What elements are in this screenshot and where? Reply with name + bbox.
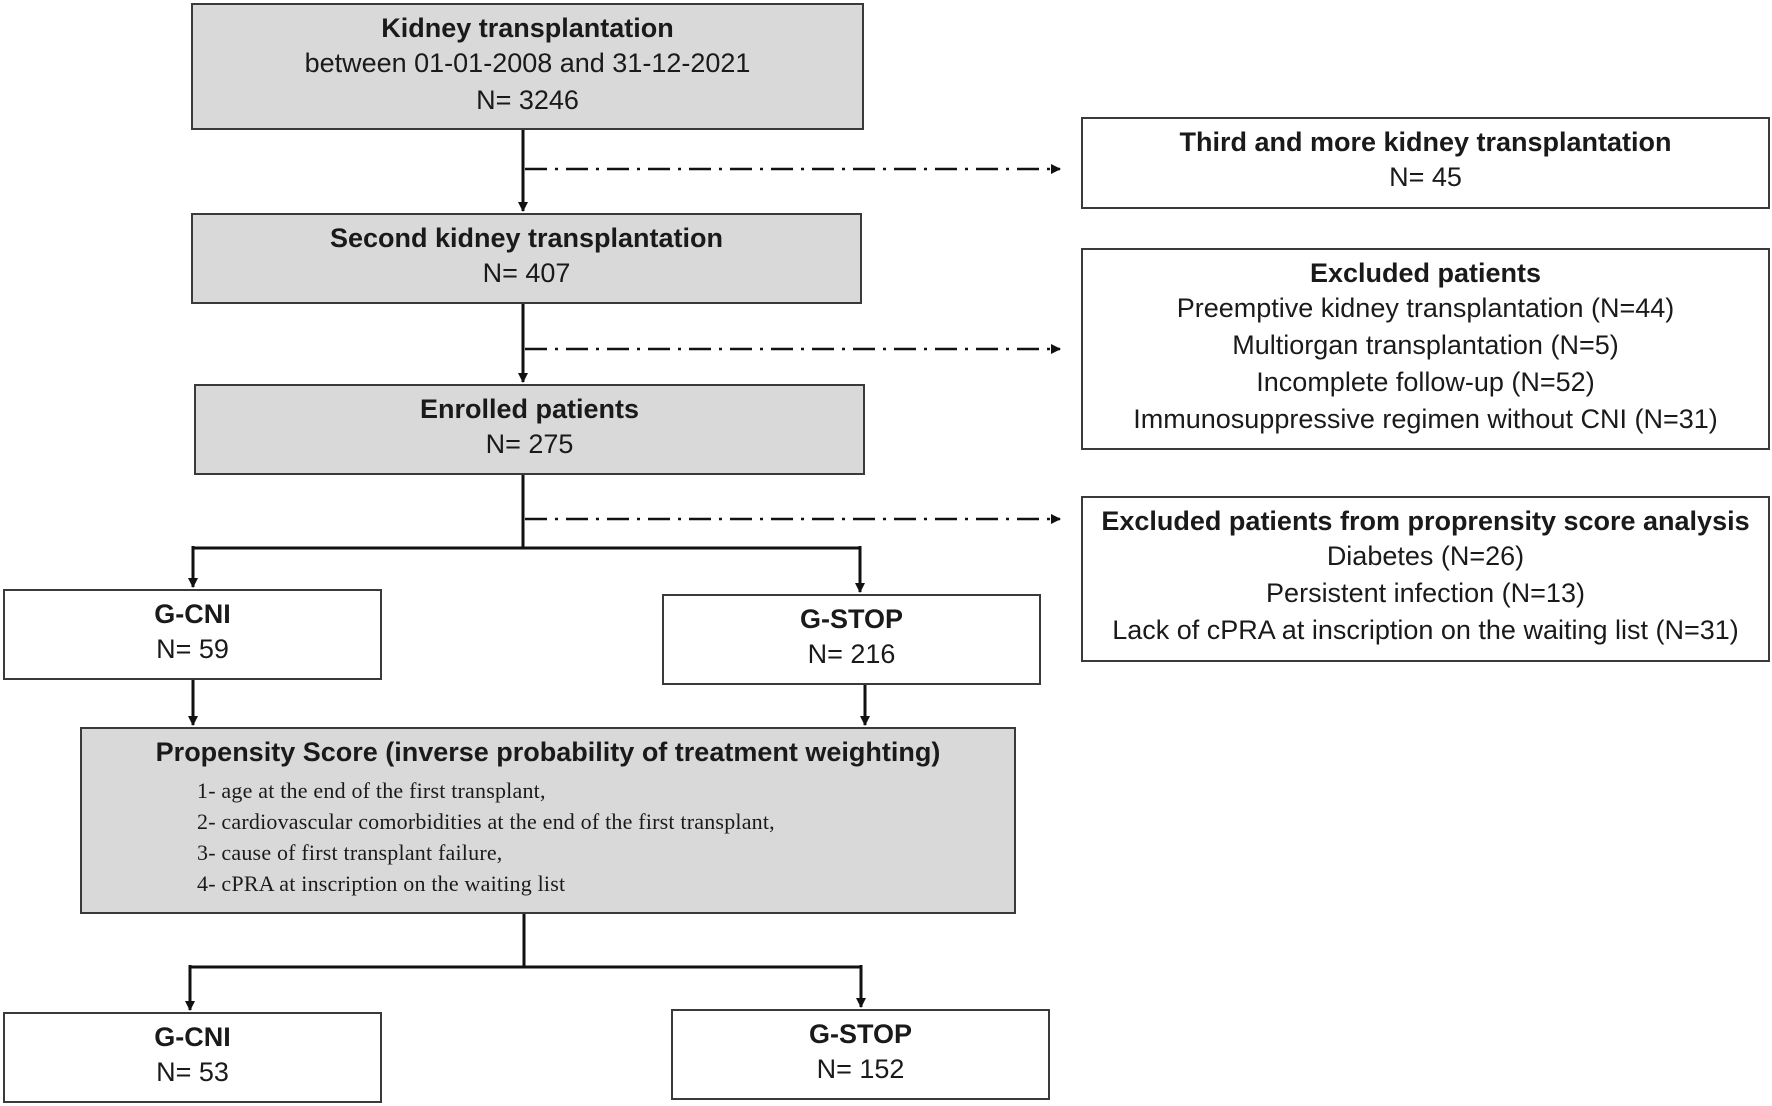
second-transplantation-box: Second kidney transplantation N= 407 (191, 213, 862, 304)
kidney-transplantation-box: Kidney transplantation between 01-01-200… (191, 3, 864, 130)
enrolled-patients-count: N= 275 (485, 429, 574, 459)
excluded-item: Multiorgan transplantation (N=5) (1232, 330, 1619, 360)
enrolled-patients-title: Enrolled patients (419, 394, 640, 424)
propensity-score-title: Propensity Score (inverse probability of… (155, 737, 941, 767)
excluded-propensity-title: Excluded patients from proprensity score… (1101, 506, 1750, 536)
excluded-propensity-item: Lack of cPRA at inscription on the waiti… (1112, 615, 1739, 645)
excluded-propensity-box: Excluded patients from proprensity score… (1081, 496, 1770, 662)
enrolled-patients-box: Enrolled patients N= 275 (194, 384, 865, 475)
covariate-item: 1- age at the end of the first transplan… (197, 778, 546, 803)
excluded-item: Preemptive kidney transplantation (N=44) (1176, 293, 1675, 323)
covariate-item: 4- cPRA at inscription on the waiting li… (197, 871, 566, 896)
third-transplantation-box: Third and more kidney transplantation N=… (1081, 117, 1770, 209)
g-cni-weighted-count: N= 53 (156, 1057, 229, 1087)
excluded-item: Incomplete follow-up (N=52) (1256, 367, 1595, 397)
g-cni-count: N= 59 (156, 634, 229, 664)
date-range-text: between 01-01-2008 and 31-12-2021 (304, 48, 751, 78)
g-cni-title: G-CNI (154, 599, 231, 629)
g-stop-weighted-count: N= 152 (816, 1054, 905, 1084)
second-transplantation-count: N= 407 (482, 258, 571, 288)
g-cni-box: G-CNI N= 59 (3, 589, 382, 680)
kidney-transplantation-title: Kidney transplantation (381, 13, 674, 43)
g-stop-title: G-STOP (799, 604, 904, 634)
excluded-propensity-item: Persistent infection (N=13) (1266, 578, 1585, 608)
propensity-score-box: Propensity Score (inverse probability of… (80, 727, 1016, 914)
g-cni-weighted-box: G-CNI N= 53 (3, 1012, 382, 1103)
excluded-item: Immunosuppressive regimen without CNI (N… (1133, 404, 1718, 434)
excluded-propensity-item: Diabetes (N=26) (1326, 541, 1525, 571)
second-transplantation-title: Second kidney transplantation (329, 223, 724, 253)
g-cni-weighted-title: G-CNI (154, 1022, 231, 1052)
third-transplantation-title: Third and more kidney transplantation (1179, 127, 1672, 157)
covariate-item: 2- cardiovascular comorbidities at the e… (197, 809, 775, 834)
g-stop-count: N= 216 (807, 639, 896, 669)
excluded-patients-title: Excluded patients (1309, 258, 1542, 288)
third-transplantation-count: N= 45 (1389, 162, 1462, 192)
covariate-item: 3- cause of first transplant failure, (197, 840, 503, 865)
propensity-covariate-list: 1- age at the end of the first transplan… (197, 775, 1014, 899)
g-stop-weighted-title: G-STOP (808, 1019, 913, 1049)
g-stop-box: G-STOP N= 216 (662, 594, 1041, 685)
g-stop-weighted-box: G-STOP N= 152 (671, 1009, 1050, 1100)
excluded-patients-box: Excluded patients Preemptive kidney tran… (1081, 248, 1770, 450)
kidney-transplantation-count: N= 3246 (476, 85, 579, 115)
